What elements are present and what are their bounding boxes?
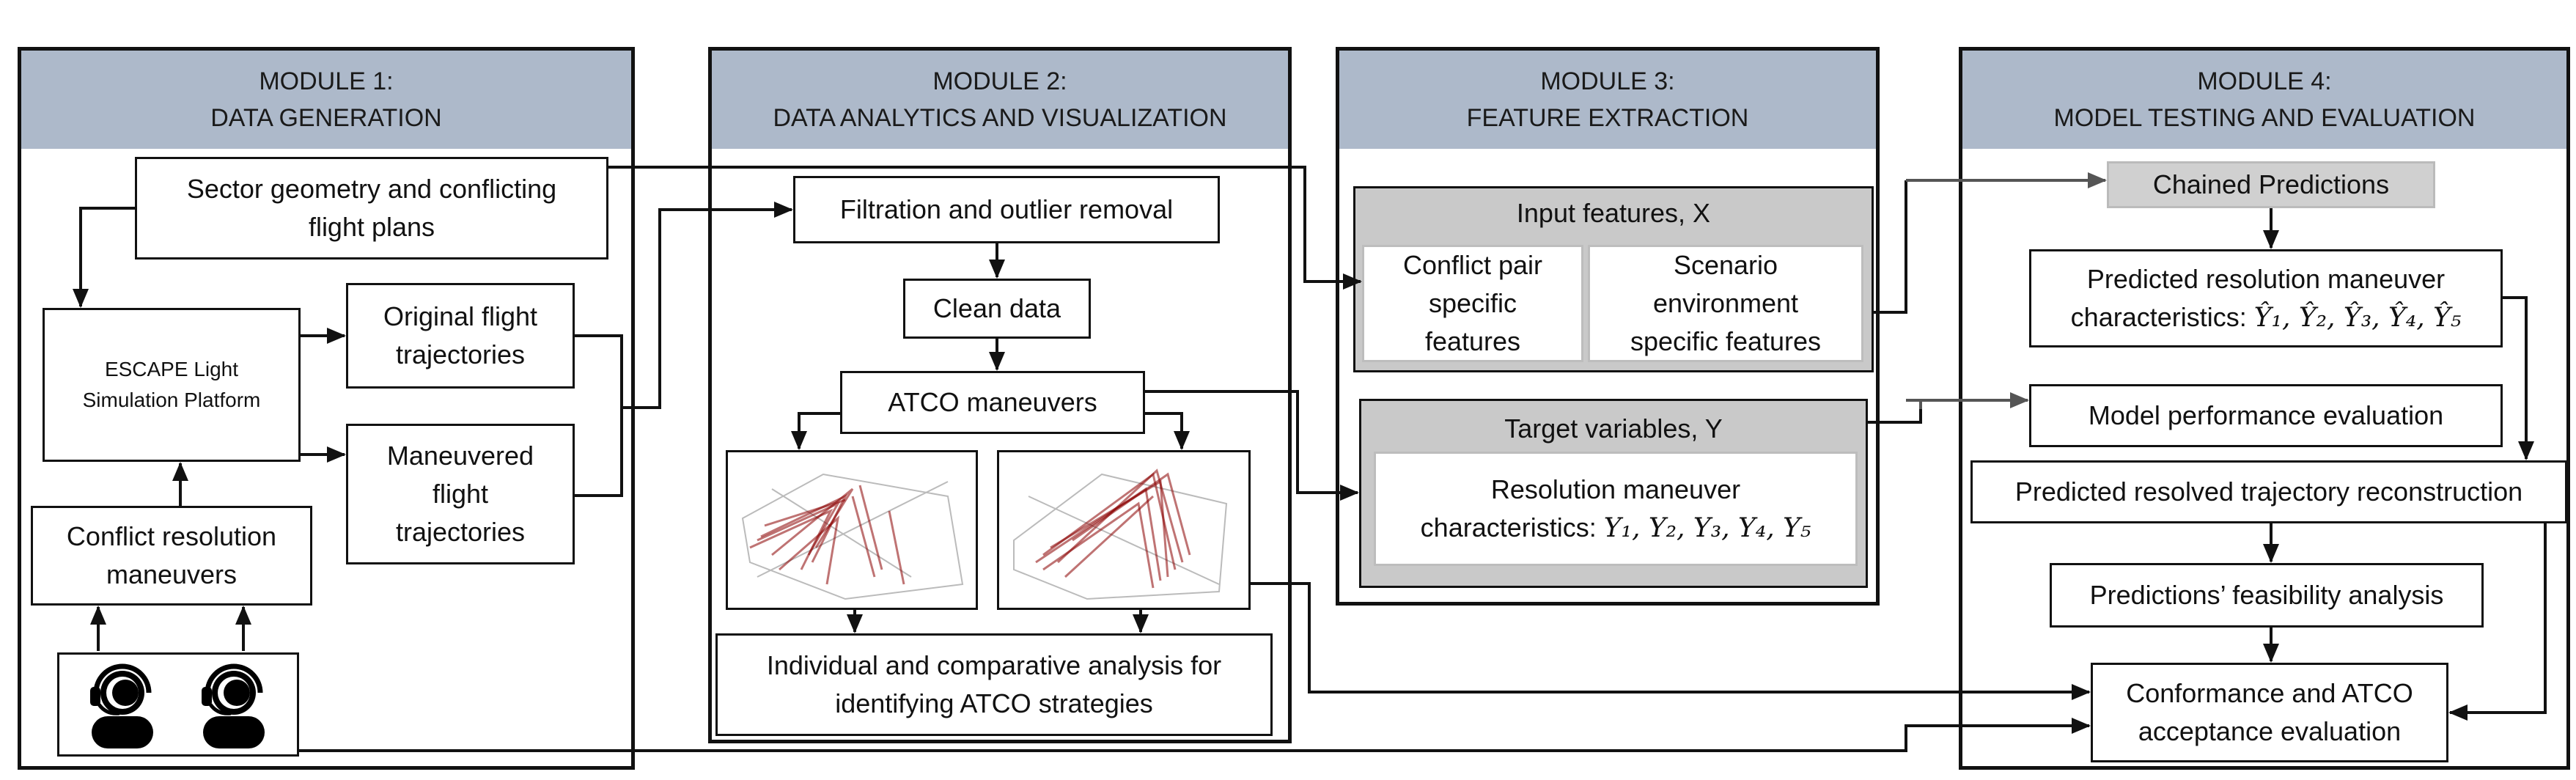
analysis-line2: identifying ATCO strategies (835, 688, 1153, 718)
clean-data-label: Clean data (932, 293, 1061, 323)
arrow-predicted-to-reconstruction (2503, 296, 2534, 460)
predicted-variables: Ŷ₁, Ŷ₂, Ŷ₃, Ŷ₄, Ŷ₅ (2253, 302, 2462, 333)
conflict-pair-features-box: Conflict pair specific features (1362, 245, 1583, 362)
feasibility-analysis-label: Predictions’ feasibility analysis (2089, 580, 2444, 610)
conformance-line1: Conformance and ATCO (2126, 678, 2413, 708)
line-input-features-out (1874, 180, 1907, 314)
conflict-pair-line2: specific (1428, 288, 1517, 318)
brace-trajectories (575, 334, 623, 497)
target-variables-title: Target variables, Y (1504, 413, 1723, 444)
module-1-header: MODULE 1: DATA GENERATION (21, 51, 631, 149)
clean-data-box: Clean data (903, 279, 1091, 339)
sector-geometry-line1: Sector geometry and conflicting (186, 174, 557, 204)
arrow-atco-to-plot1 (791, 412, 840, 450)
module-3-title: FEATURE EXTRACTION (1466, 104, 1749, 132)
trajectory-reconstruction-label: Predicted resolved trajectory reconstruc… (2014, 477, 2523, 507)
model-performance-box: Model performance evaluation (2029, 384, 2503, 447)
conformance-evaluation-box: Conformance and ATCO acceptance evaluati… (2091, 663, 2448, 762)
resolution-variables: Y₁, Y₂, Y₃, Y₄, Y₅ (1603, 512, 1811, 543)
maneuvered-line3: trajectories (395, 517, 526, 547)
resolution-line2: characteristics: Y₁, Y₂, Y₃, Y₄, Y₅ (1421, 509, 1811, 548)
arrow-trajectories-to-filtration (622, 202, 793, 409)
module-1-title: DATA GENERATION (210, 104, 442, 132)
conflict-resolution-box: Conflict resolution maneuvers (31, 506, 312, 606)
atco-maneuvers-box: ATCO maneuvers (840, 371, 1145, 434)
maneuvered-line1: Maneuvered (386, 441, 534, 471)
module-1-number: MODULE 1: (259, 67, 394, 95)
original-trajectories-line2: trajectories (395, 339, 526, 369)
arrow-atco-to-plot2 (1145, 412, 1190, 450)
filtration-label: Filtration and outlier removal (839, 194, 1174, 224)
atco-icons-box (57, 652, 299, 757)
sector-geometry-line2: flight plans (308, 212, 435, 242)
chained-predictions-box: Chained Predictions (2107, 161, 2435, 208)
escape-light-line1: ESCAPE Light (104, 358, 239, 380)
resolution-line1: Resolution maneuver (1490, 474, 1741, 504)
trajectory-plot-1-graphic (741, 473, 964, 600)
filtration-box: Filtration and outlier removal (793, 176, 1220, 243)
line-target-out (1868, 409, 1922, 424)
analysis-line1: Individual and comparative analysis for (766, 650, 1222, 680)
conflict-resolution-line1: Conflict resolution (66, 521, 277, 551)
conformance-line2: acceptance evaluation (2138, 716, 2402, 746)
trajectory-plot-2-graphic (1013, 468, 1228, 600)
module-3-number: MODULE 3: (1540, 67, 1675, 95)
module-3-header: MODULE 3: FEATURE EXTRACTION (1339, 51, 1876, 149)
predicted-line1: Predicted resolution maneuver (2086, 263, 2446, 294)
input-features-title: Input features, X (1516, 198, 1711, 228)
trajectory-plot-2 (997, 450, 1251, 610)
module-2-title: DATA ANALYTICS AND VISUALIZATION (773, 104, 1227, 132)
maneuvered-line2: flight (432, 479, 489, 509)
arrow-icons-to-conformance (299, 718, 2091, 752)
predicted-characteristics-box: Predicted resolution maneuver characteri… (2029, 249, 2503, 347)
scenario-features-box: Scenario environment specific features (1588, 245, 1863, 362)
escape-light-box: ESCAPE Light Simulation Platform (43, 308, 301, 462)
atco-headset-icon (90, 663, 153, 748)
escape-light-line2: Simulation Platform (82, 389, 261, 411)
original-trajectories-box: Original flight trajectories (346, 283, 575, 389)
module-2-number: MODULE 2: (932, 67, 1067, 95)
module-4-number: MODULE 4: (2197, 67, 2332, 95)
scenario-line1: Scenario (1673, 250, 1778, 280)
module-4-header: MODULE 4: MODEL TESTING AND EVALUATION (1962, 51, 2566, 149)
scenario-line2: environment (1652, 288, 1799, 318)
resolution-line2-label: characteristics: (1420, 512, 1597, 542)
trajectory-reconstruction-box: Predicted resolved trajectory reconstruc… (1970, 460, 2567, 523)
conflict-resolution-line2: maneuvers (106, 559, 238, 589)
maneuvered-trajectories-box: Maneuvered flight trajectories (346, 424, 575, 564)
arrow-sector-to-input (608, 166, 1362, 290)
arrow-reconstruction-to-conformance (2448, 523, 2547, 721)
atco-maneuvers-label: ATCO maneuvers (888, 387, 1097, 417)
module-4-title: MODEL TESTING AND EVALUATION (2053, 104, 2476, 132)
arrow-plots-to-conformance (1251, 582, 2091, 700)
arrow-sector-to-escape (73, 207, 135, 308)
predicted-line2-label: characteristics: (2070, 301, 2247, 332)
chained-predictions-label: Chained Predictions (2152, 169, 2390, 199)
conflict-pair-line3: features (1424, 326, 1521, 356)
scenario-line3: specific features (1630, 326, 1822, 356)
sector-geometry-box: Sector geometry and conflicting flight p… (135, 157, 608, 260)
conflict-pair-line1: Conflict pair (1402, 250, 1543, 280)
atco-headset-icon (202, 663, 265, 748)
trajectory-plot-1 (726, 450, 978, 610)
resolution-characteristics-box: Resolution maneuver characteristics: Y₁,… (1374, 452, 1858, 566)
arrow-atco-to-target (1145, 390, 1359, 501)
feasibility-analysis-box: Predictions’ feasibility analysis (2050, 563, 2484, 628)
predicted-line2: characteristics: Ŷ₁, Ŷ₂, Ŷ₃, Ŷ₄, Ŷ₅ (2071, 298, 2462, 337)
analysis-box: Individual and comparative analysis for … (715, 633, 1273, 736)
model-performance-label: Model performance evaluation (2088, 400, 2444, 430)
module-2-header: MODULE 2: DATA ANALYTICS AND VISUALIZATI… (712, 51, 1288, 149)
original-trajectories-line1: Original flight (383, 301, 538, 331)
